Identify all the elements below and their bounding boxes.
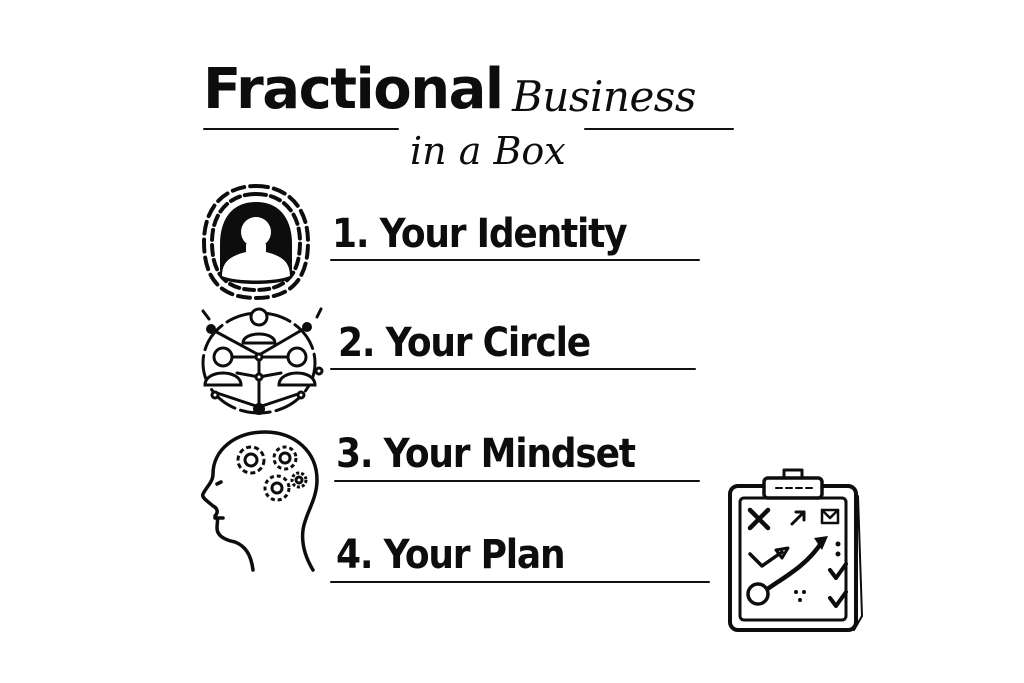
clipboard-plan-icon — [728, 468, 863, 632]
item-circle-label: 2. Your Circle — [338, 320, 591, 366]
item-mindset-label: 3. Your Mindset — [336, 431, 636, 477]
head-gears-icon — [200, 430, 319, 572]
title-business: Business — [512, 72, 696, 121]
item-circle-underline — [330, 368, 696, 370]
item-plan-underline — [330, 581, 710, 583]
title-underline-right — [584, 128, 734, 130]
network-people-icon — [201, 307, 324, 415]
item-plan-label: 4. Your Plan — [336, 532, 566, 578]
title-in-a-box: in a Box — [410, 129, 566, 173]
title-underline-left — [203, 128, 399, 130]
person-identity-icon — [201, 183, 311, 301]
item-identity-label: 1. Your Identity — [332, 211, 628, 257]
item-mindset-underline — [334, 480, 700, 482]
item-identity-underline — [330, 259, 700, 261]
title-fractional: Fractional — [203, 57, 504, 122]
